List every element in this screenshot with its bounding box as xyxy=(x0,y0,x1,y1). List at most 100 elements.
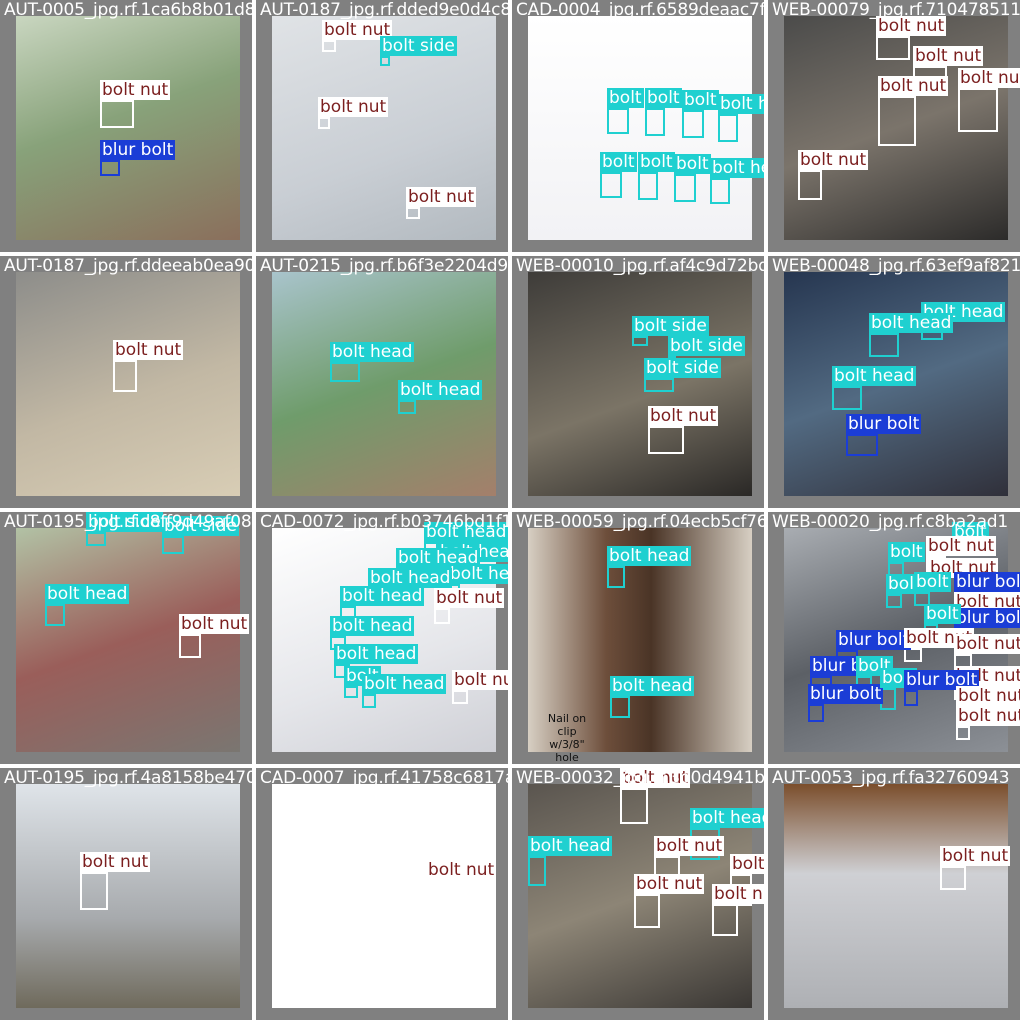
bounding-box xyxy=(322,40,336,52)
detection-label: bolt nut xyxy=(648,406,719,426)
bounding-box xyxy=(86,532,106,546)
detection-label: bolt side xyxy=(668,336,745,356)
bounding-box xyxy=(876,36,910,60)
detection-label: bolt nut xyxy=(926,536,997,556)
detection-label: bolt head xyxy=(340,586,425,606)
detection-label: bolt xyxy=(914,572,951,592)
detection-label: bolt side xyxy=(380,36,457,56)
tile-filename: WEB-00059_jpg.rf.04ecb5cf763 xyxy=(516,512,764,532)
tile-filename: WEB-00048_jpg.rf.63ef9af821 xyxy=(772,256,1020,276)
mosaic-tile: AUT-0195_jpg.rf.c8ff9d49af08d2c07c0fc97f… xyxy=(0,512,252,764)
detection-label: bolt head xyxy=(330,342,415,362)
detection-label: bolt head xyxy=(690,808,764,828)
detection-label: bolt nut xyxy=(876,16,947,36)
detection-label: bolt head xyxy=(368,568,453,588)
tile-image xyxy=(528,272,752,496)
detection-label: bolt head xyxy=(610,676,695,696)
detection-label: bolt xyxy=(886,574,923,594)
bounding-box xyxy=(710,178,730,204)
photo-placeholder xyxy=(16,784,240,1008)
photo-placeholder xyxy=(16,16,240,240)
detection-label: blur bolt xyxy=(808,684,884,704)
detection-label: bolt nut xyxy=(913,46,984,66)
detection-label: bolt side xyxy=(632,316,709,336)
detection-label: bolt nut xyxy=(179,614,250,634)
detection-label: bolt head xyxy=(710,158,764,178)
detection-label: bolt side xyxy=(86,512,163,532)
detection-label: bolt nut xyxy=(100,80,171,100)
detection-label: blur bolt xyxy=(836,630,912,650)
bounding-box xyxy=(958,88,998,132)
mosaic-tile: AUT-0215_jpg.rf.b6f3e2204d9b8dbd0b8c5a14… xyxy=(256,256,508,508)
detection-label: bolt nut xyxy=(712,884,764,904)
bounding-box xyxy=(380,56,390,66)
bounding-box xyxy=(113,360,137,392)
tile-image xyxy=(16,528,240,752)
bounding-box xyxy=(869,333,899,357)
bounding-box xyxy=(644,378,674,392)
detection-label: bolt nut xyxy=(434,588,505,608)
mosaic-tile: WEB-00010_jpg.rf.af4c9d72bde62c13348e1c4… xyxy=(512,256,764,508)
detection-label: bolt head xyxy=(398,380,483,400)
detection-label: blur bolt xyxy=(846,414,922,434)
bounding-box xyxy=(362,694,376,708)
bounding-box xyxy=(344,686,358,698)
bounding-box xyxy=(426,880,480,922)
photo-placeholder xyxy=(528,272,752,496)
detection-label: bolt nut xyxy=(940,846,1011,866)
bounding-box xyxy=(682,110,704,138)
bounding-box xyxy=(632,336,648,346)
tile-filename: CAD-0004_jpg.rf.6589deaac7f5d6c702cf3704… xyxy=(516,0,764,20)
mosaic-tile: WEB-00032_jpg.rf.3d0d4941ba2f80dbolt nut… xyxy=(512,768,764,1020)
tile-filename: WEB-00079_jpg.rf.7104785110 xyxy=(772,0,1020,20)
detection-label: bolt head xyxy=(869,313,954,333)
tile-filename: AUT-0053_jpg.rf.fa32760943 xyxy=(772,768,1010,788)
bounding-box xyxy=(434,608,450,624)
bounding-box xyxy=(798,170,822,200)
mosaic-tile: AUT-0195_jpg.rf.4a8158be470a0d4f69d2e69c… xyxy=(0,768,252,1020)
detection-label: blur bolt xyxy=(100,140,176,160)
tile-image xyxy=(16,272,240,496)
bounding-box xyxy=(406,207,420,219)
bounding-box xyxy=(452,690,468,704)
detection-label: bolt nut xyxy=(322,20,393,40)
detection-label: bolt head xyxy=(718,94,764,114)
detection-label: bolt xyxy=(924,604,961,624)
tile-filename: AUT-0195_jpg.rf.4a8158be470a0d4f69d2e69c… xyxy=(4,768,252,788)
bounding-box xyxy=(100,100,134,128)
image-annotation-text: Nail on clip w/3/8" hole xyxy=(547,712,587,764)
bounding-box xyxy=(607,108,629,134)
mosaic-tile: AUT-0187_jpg.rf.ddeeab0ea905e5f83a0594f8… xyxy=(0,256,252,508)
bounding-box xyxy=(528,856,546,886)
detection-label: bolt nut xyxy=(426,860,497,880)
detection-label: bolt head xyxy=(334,644,419,664)
mosaic-tile: AUT-0187_jpg.rf.dded9e0d4c81f93a0a5a0c4f… xyxy=(256,0,508,252)
bounding-box xyxy=(878,96,916,146)
bounding-box xyxy=(634,894,660,928)
tile-image xyxy=(16,16,240,240)
detection-label: bolt head xyxy=(330,616,415,636)
detection-label: bolt head xyxy=(607,546,692,566)
detection-label: bolt xyxy=(682,90,719,110)
detection-label: bolt nut xyxy=(954,592,1020,612)
bounding-box xyxy=(886,594,902,608)
detection-label: bolt xyxy=(607,88,644,108)
tile-image xyxy=(16,784,240,1008)
bounding-box xyxy=(638,172,658,200)
tile-filename: CAD-0072_jpg.rf.b03746bd1f1f289 xyxy=(260,512,508,532)
detection-label: bolt nut xyxy=(956,686,1020,706)
mosaic-tile: Nail on clip w/3/8" hole WEB-00059_jpg.rf… xyxy=(512,512,764,764)
bounding-box xyxy=(712,904,738,936)
bounding-box xyxy=(398,400,416,414)
bounding-box xyxy=(808,704,824,722)
bounding-box xyxy=(80,872,108,910)
bounding-box xyxy=(956,726,970,740)
detection-label: bolt head xyxy=(396,548,481,568)
bounding-box xyxy=(940,866,966,890)
tile-filename: AUT-0187_jpg.rf.ddeeab0ea905e5f83a0594f8… xyxy=(4,256,252,276)
detection-label: bolt nut xyxy=(878,76,949,96)
detection-label: bolt nut xyxy=(954,634,1020,654)
